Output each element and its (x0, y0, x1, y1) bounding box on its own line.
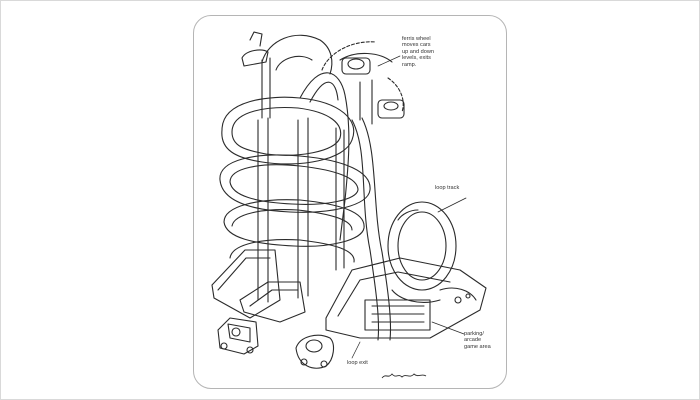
callout-parking-arcade: parking/ arcade game area (464, 331, 491, 350)
spiral-ramps (219, 96, 371, 263)
toy-car-center (295, 334, 335, 369)
artist-signature (381, 373, 427, 379)
base-right (325, 257, 487, 339)
loop-track (387, 197, 467, 303)
callout-loop-exit: loop exit (347, 360, 368, 366)
tower-columns (257, 57, 345, 303)
ferris-wheel (321, 41, 405, 125)
leader-lines (351, 55, 465, 359)
callout-ferris-wheel: ferris wheel moves cars up and down leve… (402, 36, 435, 68)
ramp-chute (299, 72, 392, 341)
callout-loop-track: loop track (435, 185, 460, 191)
toy-car-left (217, 317, 259, 355)
top-arch (241, 31, 333, 75)
